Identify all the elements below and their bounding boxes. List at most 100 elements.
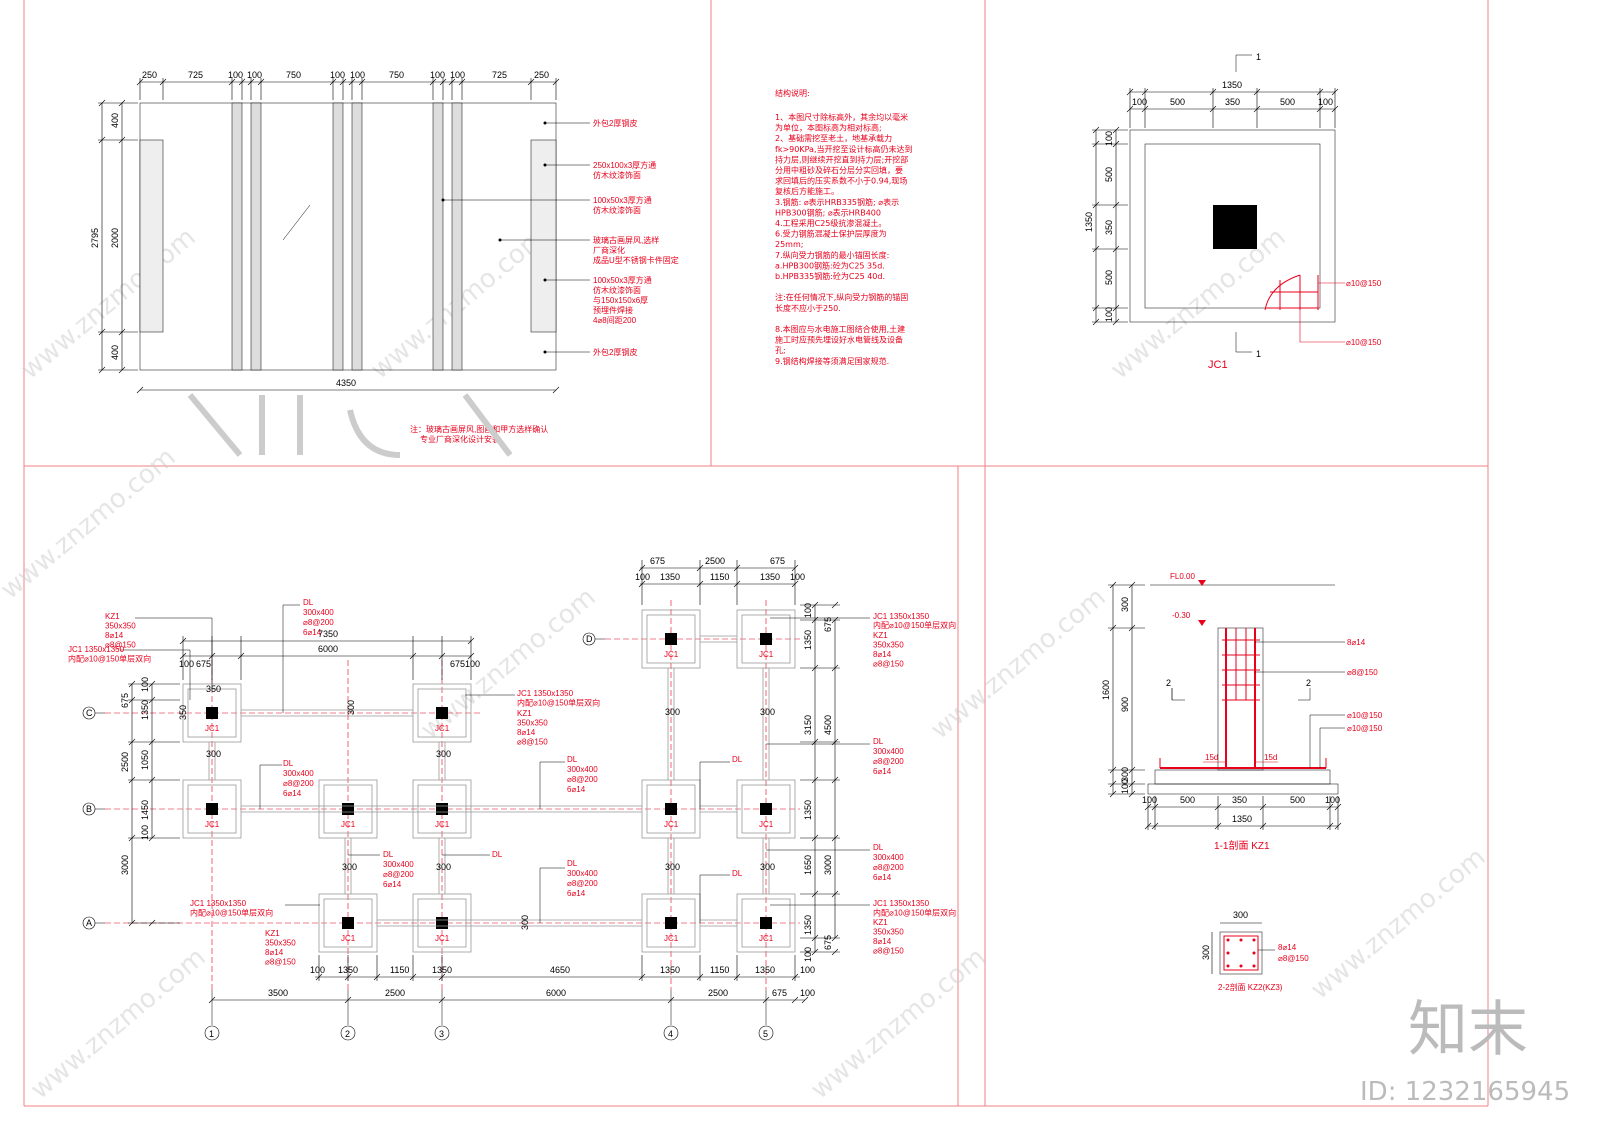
footing-label: JC1: [435, 934, 450, 943]
dim-label: 100: [803, 603, 813, 618]
dim-label: 100: [228, 70, 243, 80]
beam-callout: 6⌀14: [873, 873, 892, 882]
dim-label: 100: [430, 70, 445, 80]
dim-tick: [1092, 304, 1100, 312]
footing-inner: [646, 614, 696, 664]
footing-outline: [412, 779, 472, 839]
dim-tick: [801, 996, 809, 1004]
dim-label: 100: [1104, 131, 1114, 146]
dim-tick: [128, 738, 136, 746]
dim-label: 350: [206, 684, 221, 694]
callout-text: 仿木纹漆饰面: [593, 205, 641, 215]
dim-label: 500: [1290, 795, 1305, 805]
beam-callout: DL: [303, 598, 314, 607]
column-marker: [342, 803, 354, 815]
footing-outline: [318, 779, 378, 839]
dim-label: 300: [665, 862, 680, 872]
beam-callout: ⌀8@200: [383, 870, 414, 879]
dim-tick: [148, 680, 156, 688]
grid-bubble: [340, 1025, 356, 1041]
dim-label: 1050: [140, 750, 150, 770]
spec-callout: KZ1: [873, 918, 888, 927]
footing-outline: [736, 609, 796, 669]
dim-label: 1350: [1222, 80, 1242, 90]
grid-label: D: [586, 634, 593, 644]
spec-callout: JC1 1350x1350: [68, 645, 125, 654]
beam-callout: ⌀8@200: [567, 879, 598, 888]
beam-callout: ⌀8@200: [873, 757, 904, 766]
dim-label: 300: [665, 707, 680, 717]
dim-tick: [1126, 88, 1134, 96]
dim-tick: [1092, 126, 1100, 134]
dim-tick: [208, 996, 216, 1004]
dim-tick: [1128, 581, 1136, 589]
beam-callout: ⌀8@200: [567, 775, 598, 784]
dim-tick: [467, 637, 475, 645]
dim-tick: [1092, 140, 1100, 148]
callout-dot: [543, 121, 547, 125]
note-line: b.HPB335钢筋:砼为C25 40d.: [775, 271, 885, 281]
dim-label: 300: [760, 862, 775, 872]
callout-text: 4⌀8间距200: [593, 316, 637, 325]
dim-label: 300: [342, 862, 357, 872]
dim-label: 100: [1325, 795, 1340, 805]
dim-label: 300: [1233, 910, 1248, 920]
dim-tick: [667, 996, 675, 1004]
spec-callout: KZ1: [105, 612, 120, 621]
dim-label: 350: [1232, 795, 1247, 805]
dim-label: 300: [760, 707, 775, 717]
dim-tick: [1128, 624, 1136, 632]
rebar-label: ⌀8@150: [1347, 668, 1378, 677]
dim-tick: [1112, 140, 1120, 148]
rebar-label: ⌀10@150: [1346, 279, 1382, 288]
footing-label: JC1: [664, 650, 679, 659]
dim-label: 500: [1104, 270, 1114, 285]
dim-tick: [811, 890, 819, 898]
dim-tick: [638, 580, 646, 588]
dim-tick: [118, 366, 126, 374]
dim-label: 100: [140, 677, 150, 692]
dim-label: 300: [436, 862, 451, 872]
dim-tick: [438, 973, 446, 981]
dim-tick: [208, 652, 216, 660]
callout-text: 成品U型不锈钢卡件固定: [593, 255, 679, 265]
section-title: 1-1剖面 KZ1: [1214, 839, 1270, 852]
beam-callout: DL: [383, 850, 394, 859]
spec-callout: 350x350: [873, 641, 904, 650]
dim-label: 1350: [432, 965, 452, 975]
spec-callout: ⌀8@150: [873, 660, 904, 669]
dim-tick: [1331, 105, 1339, 113]
note-line: 9.钢结构焊接等须满足国家规范.: [775, 356, 889, 366]
footing-label: JC1: [341, 820, 356, 829]
column-marker: [436, 917, 448, 929]
dim-label: 300: [1120, 767, 1130, 782]
dim-tick: [1109, 624, 1117, 632]
callout-leader: [699, 874, 730, 923]
dim-tick: [329, 78, 337, 86]
dim-label: 3000: [823, 855, 833, 875]
beam-callout: ⌀8@200: [873, 863, 904, 872]
dim-tick: [552, 78, 560, 86]
dim-label: 100: [800, 965, 815, 975]
note-line: 1、本图尺寸除标高外，其余均以毫米: [775, 112, 908, 122]
callout-dot: [543, 350, 547, 354]
footing-label: JC1: [664, 934, 679, 943]
dim-tick: [1151, 803, 1159, 811]
callout-leader: [120, 649, 191, 700]
dim-label: 350: [1104, 220, 1114, 235]
dim-tick: [831, 601, 839, 609]
dim-label: 1350: [1084, 212, 1094, 232]
dim-label: 100: [310, 965, 325, 975]
dim-label: 675: [196, 659, 211, 669]
callout-dot: [441, 198, 445, 202]
footing-outline: [736, 779, 796, 839]
dim-label: 2795: [90, 228, 100, 248]
spec-callout: ⌀8@150: [517, 738, 548, 747]
dim-label: 6000: [318, 644, 338, 654]
grid-bubble: [663, 1025, 679, 1041]
dim-tick: [1334, 822, 1342, 830]
dim-tick: [148, 834, 156, 842]
dim-tick: [696, 973, 704, 981]
column-marker: [436, 803, 448, 815]
